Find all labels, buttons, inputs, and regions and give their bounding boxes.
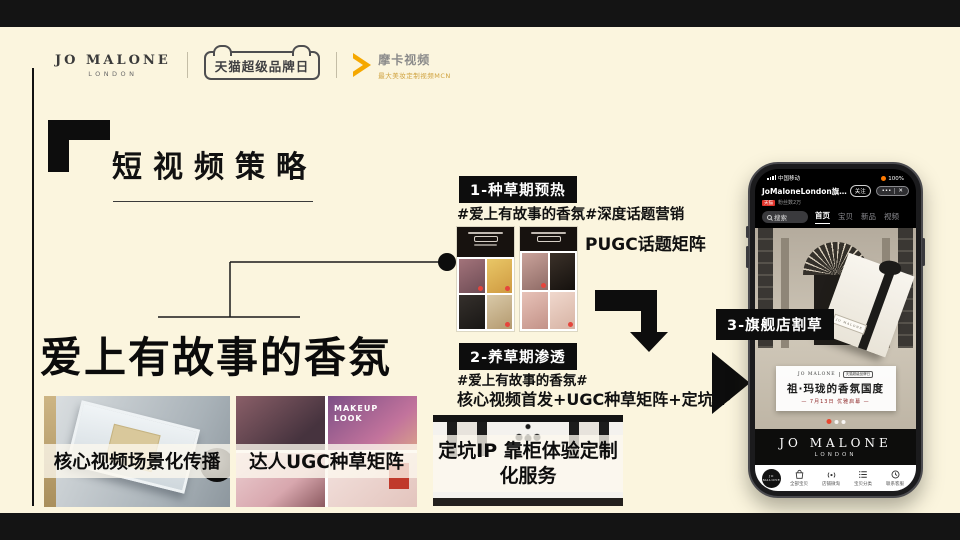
elbow-down-arrow — [595, 290, 668, 352]
nav-all-items[interactable]: 全部宝贝 — [785, 469, 813, 487]
tab-video[interactable]: 视频 — [884, 211, 899, 221]
page-title: 短视频策略 — [112, 150, 317, 185]
play-chevron-icon — [345, 53, 372, 77]
tab-new[interactable]: 新品 — [861, 211, 876, 221]
gallery-label-2: 达人UGC种草矩阵 — [236, 444, 417, 478]
nav-categories[interactable]: 宝贝分类 — [849, 469, 877, 487]
tab-home[interactable]: 首页 — [815, 210, 830, 224]
store-name: JoMaloneLondon旗… — [762, 186, 847, 196]
top-black-bar — [0, 0, 960, 27]
search-input[interactable]: 搜索 — [762, 211, 808, 223]
logo-divider — [336, 52, 338, 78]
card-brand-left: JO MALONE — [797, 372, 836, 377]
broadcast-icon — [827, 472, 835, 478]
left-accent-line — [32, 68, 34, 506]
influencer-photo: MAKEUP LOOK — [328, 396, 417, 450]
moka-video-name: 摩卡视频 — [378, 52, 431, 67]
signal-icon — [767, 175, 776, 180]
jo-malone-wordmark: JO MALONE — [55, 52, 171, 68]
logo-divider — [186, 52, 188, 78]
jo-malone-london-label: LONDON — [88, 69, 138, 78]
campaign-title: 爱上有故事的香氛 — [40, 333, 393, 382]
search-placeholder: 搜索 — [774, 214, 787, 222]
feed1-thumb — [459, 259, 485, 293]
influencer-grid-image: MAKEUP LOOK 达人UGC种草矩阵 — [236, 396, 417, 507]
card-subtitle: — 7月13日 优雅启幕 — — [801, 399, 870, 405]
step3-badge: 3-旗舰店割草 — [716, 309, 834, 340]
bottom-black-bar — [0, 513, 960, 540]
close-button[interactable]: ✕ — [898, 188, 903, 194]
card-brand-right: 天猫超级品牌日 — [842, 371, 874, 378]
feed2-thumb — [522, 253, 548, 290]
search-icon — [767, 214, 772, 220]
more-button[interactable]: ••• — [881, 188, 892, 194]
phone-status-bar: 中国移动 100% — [755, 169, 916, 182]
connector-dot — [438, 253, 456, 271]
tab-items[interactable]: 宝贝 — [838, 211, 853, 221]
card-title: 祖·玛珑的香氛国度 — [787, 383, 884, 395]
corner-bracket-decoration — [48, 120, 110, 172]
step1-caption: PUGC话题矩阵 — [585, 235, 706, 255]
brand-banner: JO MALONE LONDON — [755, 429, 916, 465]
store-avatar[interactable]: JO MALONE — [762, 468, 781, 488]
step2-description-bold: 核心视频首发+UGC种草矩阵+定坑IP — [457, 390, 732, 409]
battery-icon — [881, 176, 887, 181]
feed2-thumb — [549, 253, 575, 290]
tmall-logo-label: 天猫超级品牌日 — [214, 58, 310, 74]
list-icon — [858, 471, 867, 478]
battery-percent: 100% — [888, 176, 904, 182]
gallery-label-1: 核心视频场景化传播 — [44, 444, 230, 478]
nav-contact-service[interactable]: 联系客服 — [881, 469, 909, 487]
gallery-label-3: 定坑IP 靠柜体验定制 化服务 — [433, 435, 623, 493]
store-header: JoMaloneLondon旗… 关注 ••• ✕ — [755, 182, 916, 198]
tmall-super-brand-day-logo: 天猫超级品牌日 — [203, 44, 321, 80]
gift-box-label: JO MALONE — [831, 313, 868, 335]
fans-count: 粉丝数2万 — [778, 200, 802, 206]
search-tabs-row: 搜索 首页 宝贝 新品 视频 — [755, 207, 916, 228]
logo-row: JO MALONE LONDON 天猫超级品牌日 摩卡视频 最大美妆定制视频MC… — [55, 44, 451, 86]
makeup-look-text: MAKEUP LOOK — [334, 404, 379, 424]
store-banner-image: JO MALONE JO MALONE 天猫超级品牌日 祖·玛珑的香氛国度 — … — [755, 228, 916, 429]
feed2-header — [520, 227, 577, 251]
perfume-bottle-image: 核心视频场景化传播 — [44, 396, 230, 507]
banner-brand-city: LONDON — [814, 452, 857, 458]
feed2-thumb — [522, 292, 548, 329]
carousel-dots[interactable] — [826, 419, 845, 424]
step1-description: #爱上有故事的香氛#深度话题营销 — [457, 207, 685, 223]
follow-button[interactable]: 关注 — [849, 185, 871, 197]
jo-malone-logo: JO MALONE LONDON — [55, 53, 171, 78]
fans-row: 天猫 粉丝数2万 — [755, 198, 916, 207]
feed1-thumb — [486, 295, 512, 329]
feed1-header — [457, 227, 514, 257]
carrier-label: 中国移动 — [778, 176, 801, 182]
bag-icon — [795, 469, 803, 479]
step1-badge: 1-种草期预热 — [459, 176, 577, 203]
feed1-thumb — [486, 259, 512, 293]
feed2-thumb — [549, 292, 575, 329]
feed-screenshot-1 — [457, 227, 514, 331]
campaign-card: JO MALONE 天猫超级品牌日 祖·玛珑的香氛国度 — 7月13日 优雅启幕… — [775, 366, 896, 411]
feed-screenshot-2 — [520, 227, 577, 331]
feed1-thumb — [459, 295, 485, 329]
miniapp-capsule[interactable]: ••• ✕ — [875, 186, 909, 196]
service-icon — [891, 470, 899, 479]
step2-description: #爱上有故事的香氛# — [457, 373, 588, 389]
step2-badge: 2-养草期渗透 — [459, 343, 577, 370]
nav-store-feed[interactable]: 店铺微淘 — [817, 469, 845, 487]
moka-video-logo: 摩卡视频 最大美妆定制视频MCN — [345, 51, 451, 80]
store-interior-image: 定坑IP 靠柜体验定制 化服务 — [433, 415, 623, 506]
influencer-photo — [236, 396, 325, 450]
title-underline — [113, 201, 313, 202]
tmall-tag: 天猫 — [762, 199, 775, 206]
moka-video-tagline: 最大美妆定制视频MCN — [378, 71, 451, 80]
phone-bottom-nav: JO MALONE 全部宝贝 店铺微淘 宝贝分类 联系客服 — [755, 465, 916, 491]
banner-brand-name: JO MALONE — [779, 436, 892, 450]
